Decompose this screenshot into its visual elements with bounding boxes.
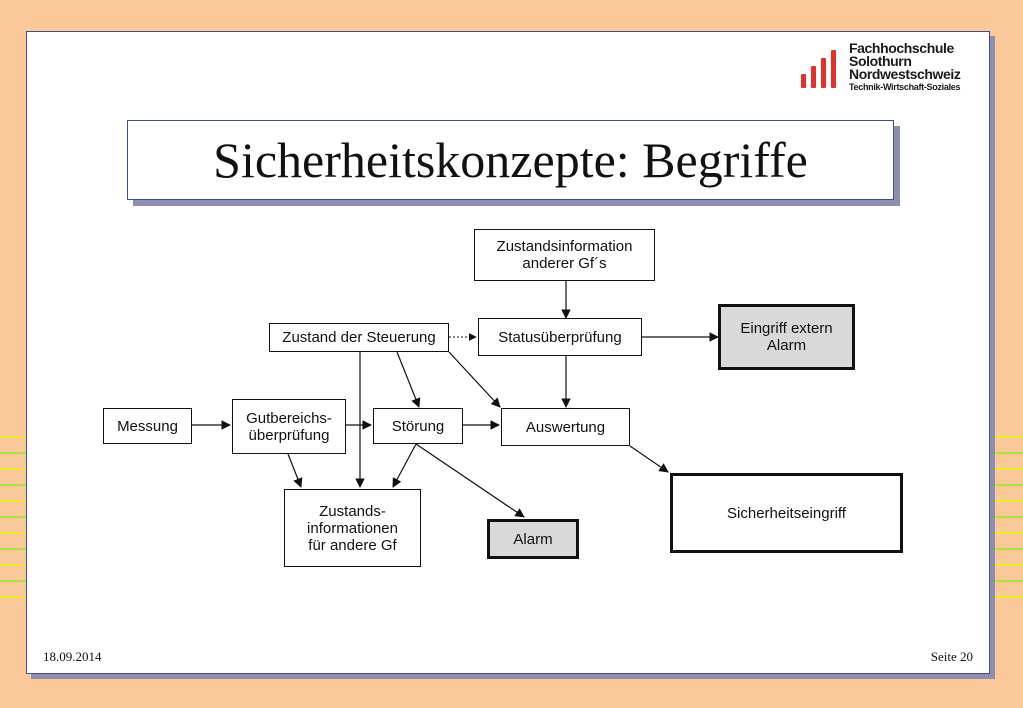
edge-steuerung-to-stoerung <box>396 351 421 408</box>
node-auswertung: Auswertung <box>501 408 630 446</box>
left-stripe-decoration <box>0 436 30 606</box>
node-alarm: Alarm <box>487 519 579 559</box>
slide-title: Sicherheitskonzepte: Begriffe <box>213 132 808 188</box>
edge-gutbereich-to-zustandsinfos <box>287 453 303 488</box>
node-zustandsinformationen-fuer-andere-gf: Zustands- informationen für andere Gf <box>284 489 421 567</box>
node-messung: Messung <box>103 408 192 444</box>
diagram-edges <box>192 281 719 518</box>
node-statusueberpruefung: Statusüberprüfung <box>478 318 642 356</box>
node-zustandsinformation-anderer-gf: Zustandsinformation anderer Gf´s <box>474 229 655 281</box>
logo-bars-icon <box>799 46 849 88</box>
right-stripe-decoration <box>993 436 1023 606</box>
logo-line-1: Fachhochschule <box>849 40 954 56</box>
logo-text: Fachhochschule Solothurn Nordwestschweiz… <box>849 40 961 94</box>
node-sicherheitseingriff: Sicherheitseingriff <box>670 473 903 553</box>
node-eingriff-extern-alarm: Eingriff extern Alarm <box>718 304 855 370</box>
footer-date: 18.09.2014 <box>43 649 102 664</box>
school-logo: Fachhochschule Solothurn Nordwestschweiz… <box>799 40 979 96</box>
node-zustand-der-steuerung: Zustand der Steuerung <box>269 323 449 352</box>
node-stoerung: Störung <box>373 408 463 444</box>
slide: Fachhochschule Solothurn Nordwestschweiz… <box>26 31 990 674</box>
title-box: Sicherheitskonzepte: Begriffe <box>127 120 894 200</box>
node-gutbereichsueberpruefung: Gutbereichs- überprüfung <box>232 399 346 454</box>
edge-auswertung-to-sicherheitseingriff <box>629 445 669 473</box>
edge-steuerung-to-auswertung <box>448 351 501 408</box>
logo-line-3: Nordwestschweiz <box>849 66 961 82</box>
footer-page-number: Seite 20 <box>930 649 973 664</box>
logo-line-2: Solothurn <box>849 53 912 69</box>
edge-stoerung-to-alarm <box>415 443 525 518</box>
logo-line-4: Technik-Wirtschaft-Soziales <box>849 82 961 92</box>
edge-stoerung-to-zustandsinfos <box>392 443 417 488</box>
